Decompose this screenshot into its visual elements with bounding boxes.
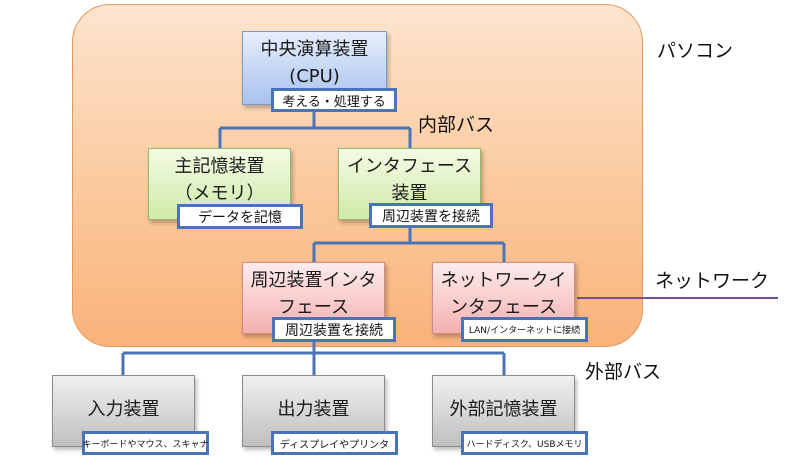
peripheral-if-title: 周辺装置インタ: [250, 270, 377, 291]
interface-note: 周辺装置を接続: [369, 203, 493, 228]
interface-subtitle: 装置: [391, 183, 428, 204]
memory-note: データを記憶: [177, 204, 303, 229]
internal-bus-label: 内部バス: [418, 114, 495, 136]
cpu-subtitle: (CPU): [289, 66, 340, 87]
ext-storage-note: ハードディスク、USBメモリ: [461, 431, 588, 455]
network-if-subtitle: ンタフェース: [449, 297, 558, 318]
external-bus-label: 外部バス: [585, 361, 662, 383]
network-label: ネットワーク: [655, 270, 770, 292]
output-note: ディスプレイやプリンタ: [271, 431, 398, 455]
input-note: キーボードやマウス、スキャナ: [82, 431, 209, 455]
output-title: 出力装置: [277, 399, 350, 420]
cpu-title: 中央演算装置: [260, 39, 369, 60]
pc-label: パソコン: [657, 40, 734, 62]
ext-storage-title: 外部記憶装置: [449, 399, 558, 420]
cpu-note: 考える・処理する: [271, 88, 397, 112]
input-title: 入力装置: [87, 399, 160, 420]
network-if-title: ネットワークイ: [440, 270, 567, 291]
peripheral-if-note: 周辺装置を接続: [272, 317, 396, 342]
interface-title: インタフェース: [346, 156, 473, 177]
peripheral-if-subtitle: フェース: [277, 297, 350, 318]
memory-subtitle: （メモリ）: [174, 183, 265, 204]
network-if-note: LAN/インターネットに接続: [461, 317, 588, 342]
memory-title: 主記憶装置: [174, 156, 265, 177]
